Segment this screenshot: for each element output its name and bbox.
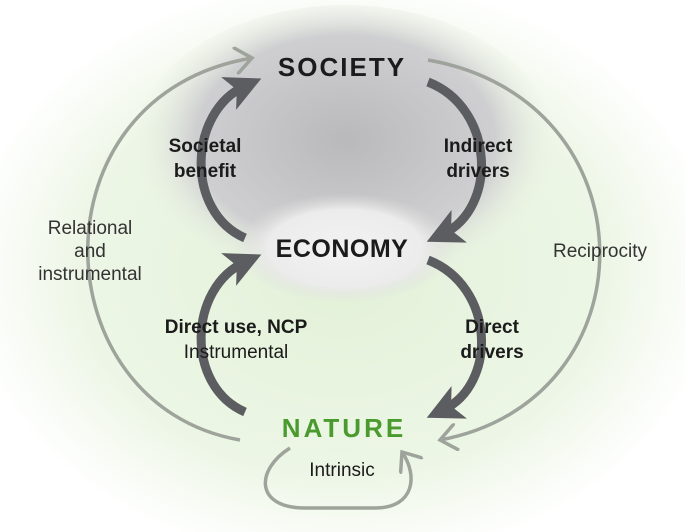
node-economy: ECONOMY	[276, 235, 409, 263]
label-direct-use: Direct use, NCP	[165, 317, 308, 338]
label-intrinsic: Intrinsic	[309, 460, 374, 481]
direct-drivers-arrow	[426, 255, 486, 419]
label-instrumental: Instrumental	[184, 342, 289, 363]
relational-arrow	[86, 58, 252, 442]
label-societal: Societal	[169, 136, 242, 157]
label-drivers: drivers	[446, 161, 509, 182]
label-indirect: Indirect	[444, 136, 513, 157]
label-benefit: benefit	[174, 161, 237, 182]
reciprocity-arrow	[427, 58, 602, 440]
label-relational: Relational	[48, 218, 133, 239]
indirect-drivers-arrow	[426, 77, 486, 243]
label-and: and	[74, 241, 106, 262]
economy-region	[235, 193, 455, 303]
node-society: SOCIETY	[278, 52, 406, 82]
intrinsic-loop-arrow	[263, 446, 411, 510]
label-direct: Direct	[465, 317, 520, 338]
direct-use-arrow	[196, 253, 262, 417]
node-nature: NATURE	[282, 413, 406, 443]
label-direct-drivers: drivers	[460, 342, 523, 363]
label-instrumental-outer: instrumental	[38, 264, 142, 285]
label-reciprocity: Reciprocity	[553, 241, 647, 262]
societal-benefit-arrow	[196, 77, 262, 243]
